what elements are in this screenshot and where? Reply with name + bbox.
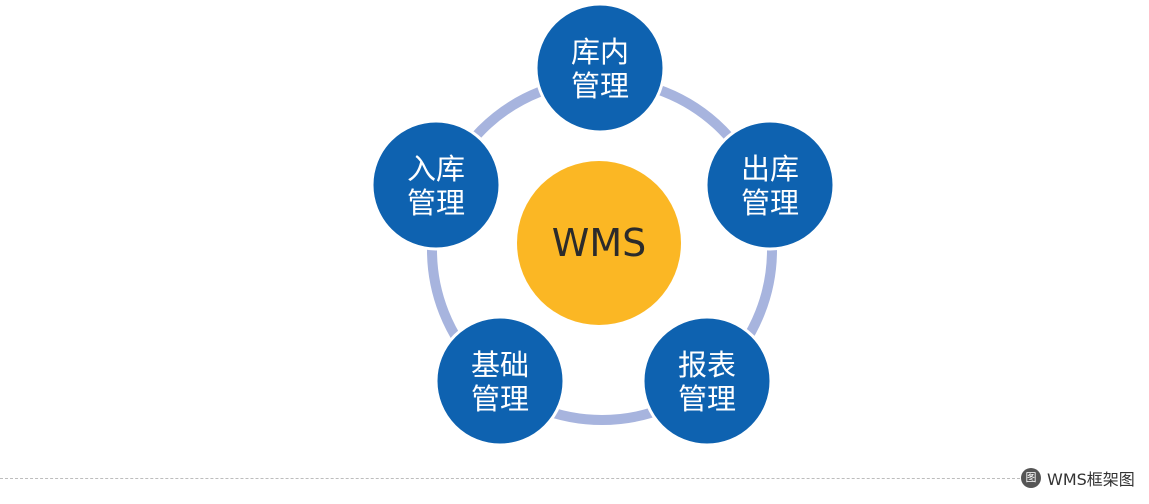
node-label-line2: 管理 [741,186,799,220]
center-circle [517,161,681,325]
node-circle [370,119,502,251]
node-label-line1: 库内 [571,35,629,69]
figure-caption: 图 WMS框架图 [1021,466,1139,490]
center-node: WMS [517,161,681,325]
image-icon: 图 [1021,468,1041,488]
node-label-line1: 出库 [741,152,799,186]
node-label-line1: 入库 [407,152,465,186]
center-label: WMS [552,221,646,265]
node-label-line1: 基础 [471,348,529,382]
node-label-line1: 报表 [678,348,736,382]
node-label-line2: 管理 [571,69,629,103]
node-label-line2: 管理 [678,382,736,416]
node-label-line2: 管理 [471,382,529,416]
caption-text: WMS框架图 [1047,470,1135,489]
node-circle [641,315,773,447]
node-label-line2: 管理 [407,186,465,220]
node-circle [534,2,666,134]
node-circle [434,315,566,447]
node-circle [704,119,836,251]
footer-divider [0,478,1020,479]
